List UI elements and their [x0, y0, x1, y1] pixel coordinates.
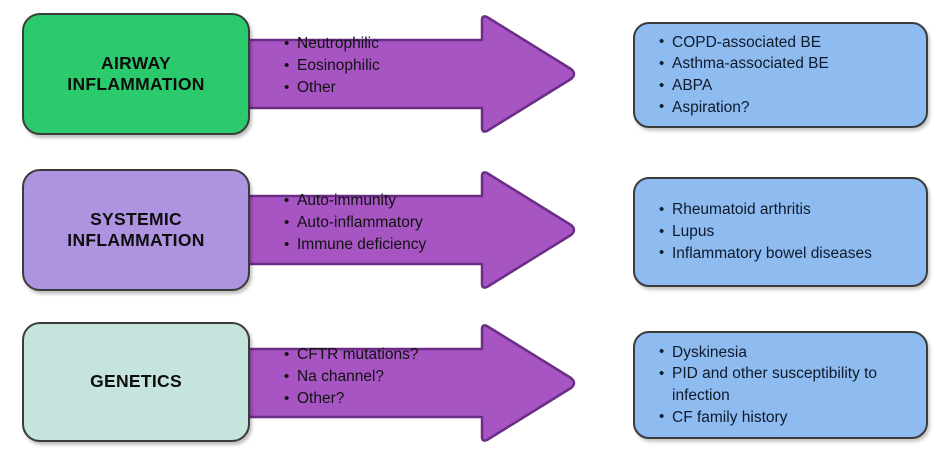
diagram-row-genetics: GENETICS CFTR mutations? Na channel? Oth…	[0, 310, 940, 455]
arrow-bullet-list-systemic: Auto-immunity Auto-inflammatory Immune d…	[284, 190, 426, 256]
list-item: Rheumatoid arthritis	[659, 199, 926, 221]
list-item: Auto-immunity	[284, 190, 426, 212]
list-item: CFTR mutations?	[284, 344, 418, 366]
outcome-box-genetics: Dyskinesia PID and other susceptibility …	[633, 331, 928, 439]
category-label-line1: SYSTEMIC	[90, 208, 182, 229]
list-item: Eosinophilic	[284, 55, 380, 77]
list-item: Na channel?	[284, 366, 418, 388]
category-label-line1: AIRWAY	[101, 52, 171, 73]
arrow-bullet-list-genetics: CFTR mutations? Na channel? Other?	[284, 344, 418, 410]
category-label: SYSTEMIC INFLAMMATION	[67, 209, 204, 252]
outcome-box-systemic: Rheumatoid arthritis Lupus Inflammatory …	[633, 177, 928, 287]
category-label: AIRWAY INFLAMMATION	[67, 53, 204, 96]
list-item: ABPA	[659, 75, 926, 97]
outcome-bullet-list-airway: COPD-associated BE Asthma-associated BE …	[635, 31, 926, 119]
list-item: Immune deficiency	[284, 234, 426, 256]
category-box-systemic-inflammation: SYSTEMIC INFLAMMATION	[22, 169, 250, 291]
list-item: Other?	[284, 388, 418, 410]
list-item: Other	[284, 77, 380, 99]
category-label-line2: INFLAMMATION	[67, 74, 205, 94]
arrow-bullet-list-airway: Neutrophilic Eosinophilic Other	[284, 33, 380, 99]
list-item: PID and other susceptibility to infectio…	[659, 363, 926, 406]
outcome-bullet-list-systemic: Rheumatoid arthritis Lupus Inflammatory …	[635, 199, 926, 264]
outcome-bullet-list-genetics: Dyskinesia PID and other susceptibility …	[635, 341, 926, 429]
category-label: GENETICS	[90, 371, 182, 392]
diagram-row-airway-inflammation: AIRWAY INFLAMMATION Neutrophilic Eosinop…	[0, 0, 940, 150]
diagram-row-systemic-inflammation: SYSTEMIC INFLAMMATION Auto-immunity Auto…	[0, 157, 940, 307]
list-item: Neutrophilic	[284, 33, 380, 55]
outcome-box-airway: COPD-associated BE Asthma-associated BE …	[633, 22, 928, 128]
list-item: Lupus	[659, 221, 926, 243]
list-item: Auto-inflammatory	[284, 212, 426, 234]
category-box-airway-inflammation: AIRWAY INFLAMMATION	[22, 13, 250, 135]
list-item: Inflammatory bowel diseases	[659, 242, 926, 265]
list-item: COPD-associated BE	[659, 31, 926, 54]
category-box-genetics: GENETICS	[22, 322, 250, 442]
list-item: Dyskinesia	[659, 341, 926, 364]
list-item: CF family history	[659, 406, 926, 429]
category-label-line2: INFLAMMATION	[67, 230, 205, 250]
list-item: Aspiration?	[659, 96, 926, 119]
list-item: Asthma-associated BE	[659, 53, 926, 75]
